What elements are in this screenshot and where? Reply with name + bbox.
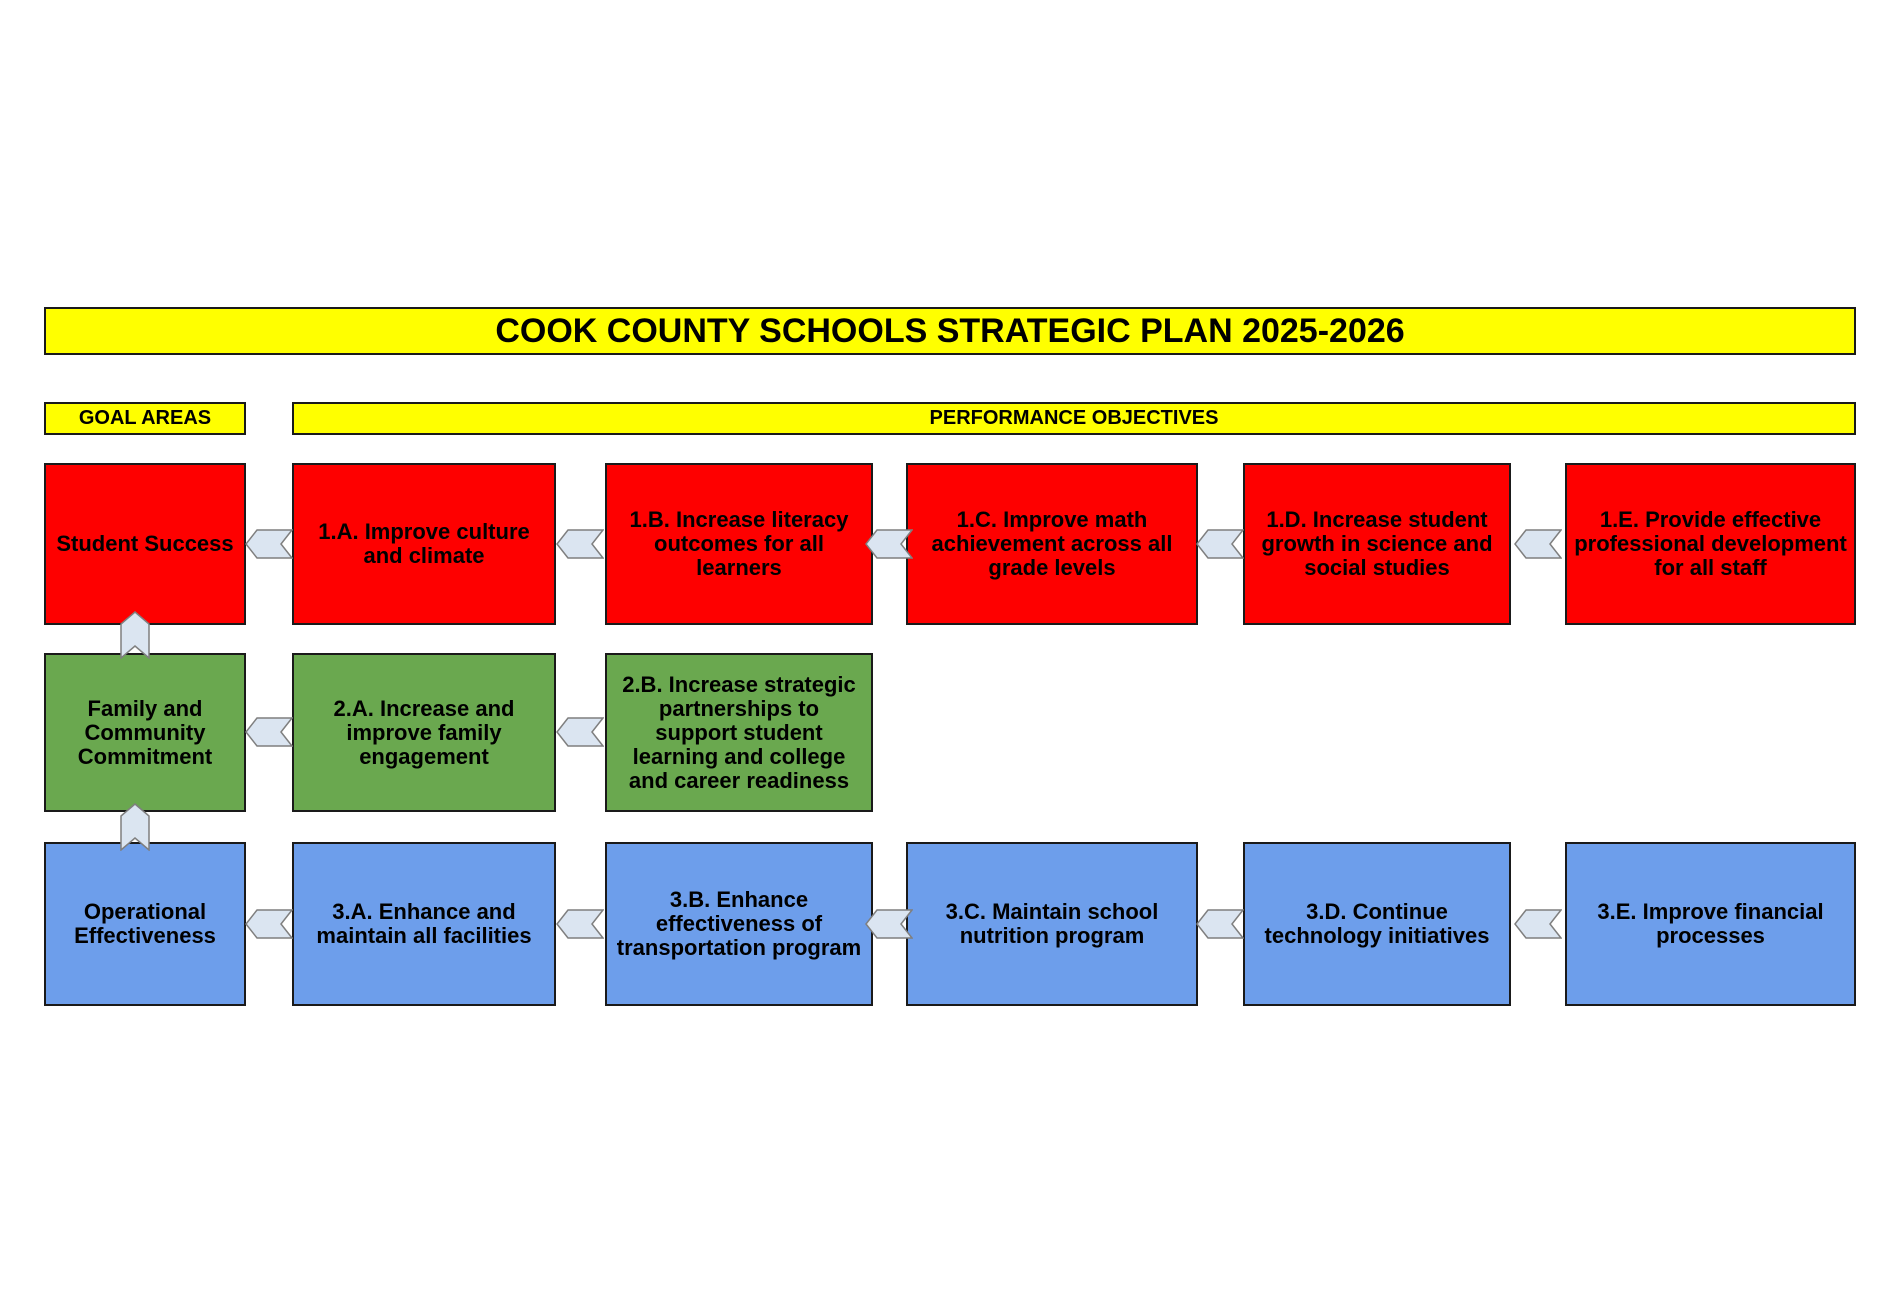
performance-objectives-header-label: PERFORMANCE OBJECTIVES <box>929 407 1219 429</box>
left-arrow-icon <box>556 529 605 559</box>
left-arrow-icon <box>865 909 914 939</box>
title-bar: COOK COUNTY SCHOOLS STRATEGIC PLAN 2025-… <box>44 307 1856 355</box>
goal-areas-header-label: GOAL AREAS <box>78 407 212 429</box>
objective-box-3e: 3.E. Improve financial processes <box>1565 842 1856 1006</box>
objective-box-1c: 1.C. Improve math achievement across all… <box>906 463 1198 625</box>
objective-box-1b: 1.B. Increase literacy outcomes for all … <box>605 463 873 625</box>
left-arrow-icon <box>245 529 294 559</box>
objective-box-1d: 1.D. Increase student growth in science … <box>1243 463 1511 625</box>
objective-box-2b: 2.B. Increase strategic partnerships to … <box>605 653 873 812</box>
page-title: COOK COUNTY SCHOOLS STRATEGIC PLAN 2025-… <box>495 311 1405 350</box>
left-arrow-icon <box>245 717 294 747</box>
objective-box-1a: 1.A. Improve culture and climate <box>292 463 556 625</box>
up-arrow-icon <box>120 611 150 660</box>
objective-box-3c: 3.C. Maintain school nutrition program <box>906 842 1198 1006</box>
left-arrow-icon <box>1196 909 1245 939</box>
left-arrow-icon <box>1196 529 1245 559</box>
left-arrow-icon <box>556 909 605 939</box>
goal-box-family-community-commitment: Family and Community Commitment <box>44 653 246 812</box>
objective-box-2a: 2.A. Increase and improve family engagem… <box>292 653 556 812</box>
left-arrow-icon <box>1514 529 1563 559</box>
objective-box-3b: 3.B. Enhance effectiveness of transporta… <box>605 842 873 1006</box>
performance-objectives-header: PERFORMANCE OBJECTIVES <box>292 402 1856 435</box>
goal-box-operational-effectiveness: Operational Effectiveness <box>44 842 246 1006</box>
objective-box-3d: 3.D. Continue technology initiatives <box>1243 842 1511 1006</box>
goal-box-student-success: Student Success <box>44 463 246 625</box>
left-arrow-icon <box>245 909 294 939</box>
left-arrow-icon <box>556 717 605 747</box>
left-arrow-icon <box>865 529 914 559</box>
objective-box-3a: 3.A. Enhance and maintain all facilities <box>292 842 556 1006</box>
left-arrow-icon <box>1514 909 1563 939</box>
up-arrow-icon <box>120 803 150 852</box>
goal-areas-header: GOAL AREAS <box>44 402 246 435</box>
objective-box-1e: 1.E. Provide effective professional deve… <box>1565 463 1856 625</box>
